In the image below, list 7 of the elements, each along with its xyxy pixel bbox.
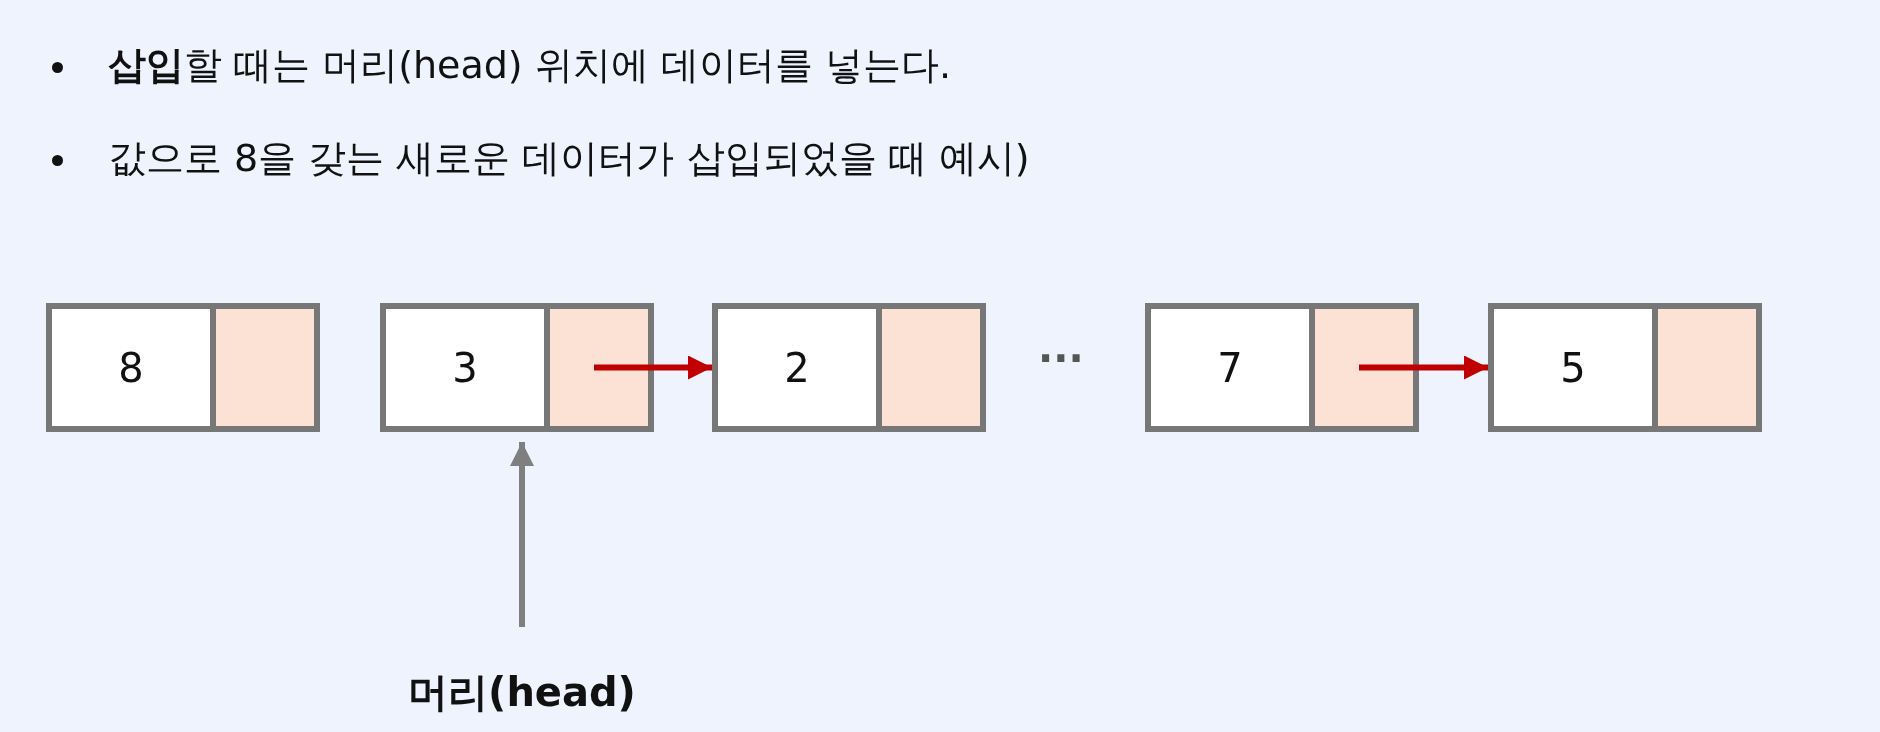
bullet-text: 삽입할 때는 머리(head) 위치에 데이터를 넣는다. [108,42,951,89]
arrow [510,442,534,627]
head-label: 머리(head) [400,665,644,720]
arrow [1359,355,1488,380]
bullet-text: 값으로 8을 갖는 새로운 데이터가 삽입되었을 때 예시) [108,135,1030,182]
ellipsis: ··· [1038,335,1084,381]
arrow [594,355,712,380]
